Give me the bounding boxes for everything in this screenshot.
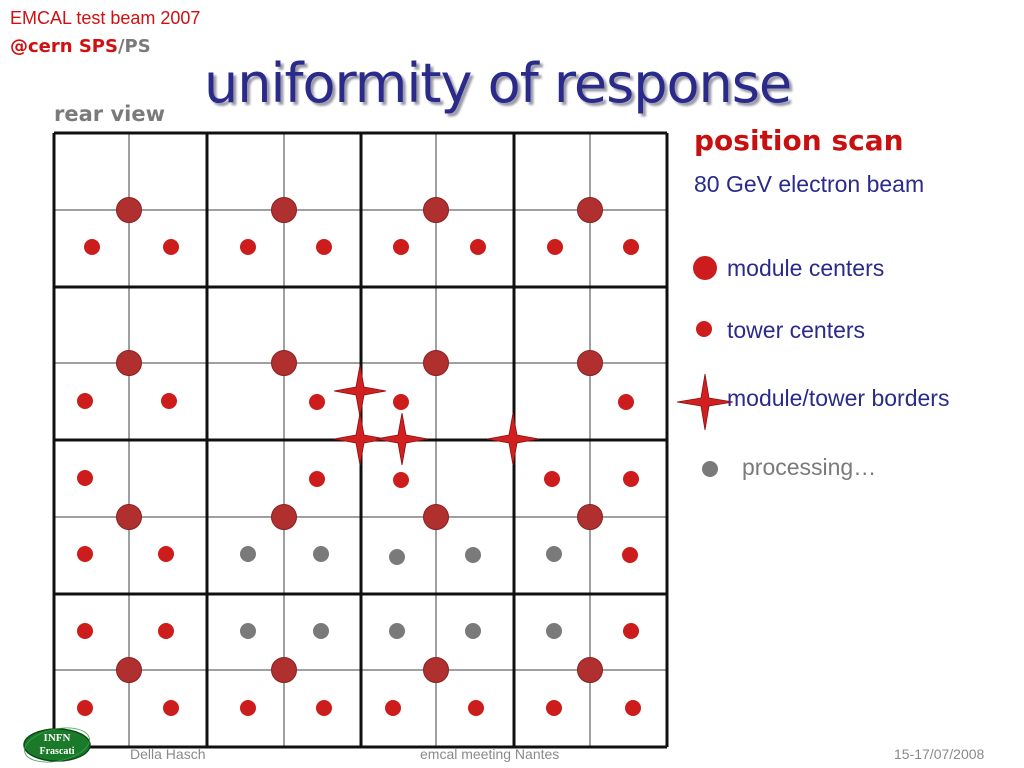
processing-point <box>313 546 329 562</box>
tower-center-point <box>158 623 174 639</box>
tower-center-point <box>309 471 325 487</box>
legend-processing-symbol <box>702 461 718 477</box>
tower-center-point <box>393 472 409 488</box>
scan-points <box>77 197 641 716</box>
border-point <box>375 412 429 466</box>
tower-center-point <box>625 700 641 716</box>
legend-tower-center-symbol <box>696 321 712 337</box>
processing-point <box>465 623 481 639</box>
module-center-point <box>577 657 603 683</box>
processing-point <box>389 549 405 565</box>
tower-center-point <box>77 700 93 716</box>
tower-center-point <box>470 239 486 255</box>
tower-center-point <box>623 471 639 487</box>
footer-author: Della Hasch <box>130 746 206 762</box>
module-center-point <box>271 504 297 530</box>
module-center-point <box>577 197 603 223</box>
header-ps: PS <box>124 36 151 57</box>
tower-center-point <box>546 700 562 716</box>
module-center-point <box>116 350 142 376</box>
module-center-point <box>577 350 603 376</box>
rear-view-label: rear view <box>54 102 165 126</box>
header-separator: / <box>117 36 125 57</box>
header-line2: @cern SPS/PS <box>10 36 151 57</box>
processing-point <box>240 546 256 562</box>
tower-center-point <box>161 393 177 409</box>
legend-symbols <box>676 256 734 477</box>
tower-center-point <box>623 623 639 639</box>
position-scan-subtitle: 80 GeV electron beam <box>694 171 925 197</box>
tower-center-point <box>77 623 93 639</box>
tower-center-point <box>316 239 332 255</box>
tower-center-point <box>393 239 409 255</box>
border-point <box>333 412 387 466</box>
module-center-point <box>423 350 449 376</box>
tower-center-point <box>316 700 332 716</box>
module-center-point <box>423 197 449 223</box>
tower-center-point <box>158 546 174 562</box>
processing-point <box>546 623 562 639</box>
tower-center-point <box>77 546 93 562</box>
module-center-point <box>271 197 297 223</box>
processing-point <box>546 546 562 562</box>
tower-center-point <box>393 394 409 410</box>
module-center-point <box>116 657 142 683</box>
tower-center-point <box>623 239 639 255</box>
logo-line2: Frascati <box>40 746 75 757</box>
infn-logo: INFN Frascati <box>23 727 91 763</box>
processing-point <box>389 623 405 639</box>
header-line1: EMCAL test beam 2007 <box>10 8 201 28</box>
module-center-point <box>116 504 142 530</box>
tower-center-point <box>622 547 638 563</box>
module-center-point <box>577 504 603 530</box>
position-scan-title: position scan <box>694 124 904 157</box>
tower-center-point <box>468 700 484 716</box>
tower-center-point <box>240 239 256 255</box>
footer-date: 15-17/07/2008 <box>894 746 985 762</box>
legend-processing: processing… <box>742 454 877 480</box>
tower-center-point <box>544 471 560 487</box>
tower-center-point <box>240 700 256 716</box>
tower-center-point <box>547 239 563 255</box>
tower-center-point <box>385 700 401 716</box>
slide-title: uniformity of response <box>204 52 792 115</box>
module-center-point <box>116 197 142 223</box>
footer-meeting: emcal meeting Nantes <box>420 746 560 762</box>
processing-point <box>240 623 256 639</box>
module-center-point <box>423 504 449 530</box>
legend-module-centers: module centers <box>727 255 885 281</box>
module-center-point <box>423 657 449 683</box>
tower-center-point <box>163 700 179 716</box>
legend-border-symbol <box>676 373 734 431</box>
module-center-point <box>271 657 297 683</box>
border-point <box>333 364 387 418</box>
header-cern-sps: @cern SPS <box>10 36 118 57</box>
tower-center-point <box>309 394 325 410</box>
processing-point <box>465 547 481 563</box>
tower-center-point <box>163 239 179 255</box>
legend-module-center-symbol <box>693 256 717 280</box>
tower-center-point <box>84 239 100 255</box>
legend-borders: module/tower borders <box>727 385 950 411</box>
tower-center-point <box>77 393 93 409</box>
module-center-point <box>271 350 297 376</box>
tower-center-point <box>618 394 634 410</box>
legend-tower-centers: tower centers <box>727 317 866 343</box>
processing-point <box>313 623 329 639</box>
logo-line1: INFN <box>44 732 71 744</box>
tower-center-point <box>77 470 93 486</box>
border-point <box>486 412 540 466</box>
